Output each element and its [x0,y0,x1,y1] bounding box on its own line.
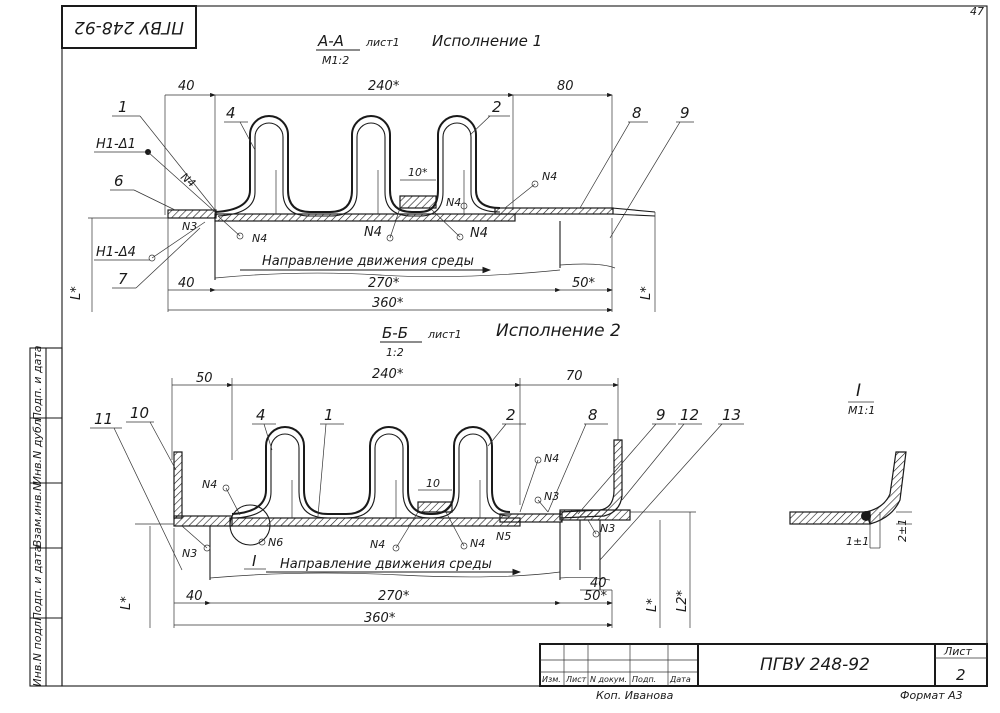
dim-b-50-top: 50 [196,371,213,386]
section-b-variant: Исполнение 2 [496,321,621,341]
weld-a-h1d1: Н1-Δ1 [96,137,136,152]
callout-b-11: 11 [94,410,113,428]
tb-head-doc: N докум. [590,675,627,684]
callout-b-8: 8 [588,406,598,424]
sidebar-label: Подп. и дата [31,345,44,420]
left-sidebar: Подп. и дата Инв.N дубл. Взам.инв.N Подп… [29,345,63,687]
title-block: Изм. Лист N докум. Подп. Дата ПГВУ 248-9… [539,643,988,702]
dim-b-50: 50* [584,589,608,604]
tb-head-sign: Подп. [632,675,656,684]
callout-b-12: 12 [680,406,699,424]
section-a-scale: М1:2 [322,54,349,67]
sidebar-label: Инв.N дубл. [31,416,44,485]
section-b-title: Б-Б [382,324,408,342]
tb-head-izm: Изм. [542,675,561,684]
tb-copied: Коп. Иванова [596,689,674,702]
callout-b-1: 1 [324,406,334,424]
dim-a-360: 360* [372,296,404,311]
dim-b-10: 10 [426,477,440,490]
detail-i-mark: I [252,552,257,570]
tb-format: Формат А3 [900,689,963,702]
tb-head-date: Дата [669,675,691,684]
weld-b-n3a: N3 [182,547,197,560]
weld-b-n4b: N4 [370,538,385,551]
weld-a-n4c: N4 [364,225,382,240]
weld-b-n3c: N3 [600,522,615,535]
weld-a-n4a: N4 [178,170,198,190]
callout-b-2: 2 [506,406,516,424]
weld-a-n4f: N4 [542,170,557,183]
section-b: Б-Б лист1 1:2 Исполнение 2 50 240* 70 [90,321,744,628]
section-a-sheet: лист1 [365,36,400,49]
dim-b-L2: L2* [675,589,690,612]
section-a: А-А лист1 М1:2 Исполнение 1 40 240* 80 1… [69,32,694,313]
weld-a-n4b: N4 [252,232,267,245]
callout-a-7: 7 [118,270,128,288]
callout-b-10: 10 [130,404,149,422]
sidebar-label: Инв.N подл. [31,617,44,686]
weld-b-n4c: N4 [470,537,485,550]
detail-i: I М1:1 1±1 2±1 [789,381,912,549]
stamp-code: ПГВУ 248-92 [74,17,184,37]
weld-b-n5: N5 [496,530,511,543]
weld-b-n6: N6 [268,536,283,549]
callout-a-6: 6 [114,172,124,190]
sidebar-label: Взам.инв.N [31,483,44,547]
callout-b-13: 13 [722,406,741,424]
sidebar-label: Подп. и дата [31,545,44,620]
section-b-scale: 1:2 [386,346,404,359]
dim-a-L-left: L* [69,286,84,300]
weld-a-h1d4: Н1-Δ4 [96,245,136,260]
page-corner-number: 47 [970,5,984,18]
section-b-flow: Направление движения среды [280,557,492,572]
dim-b-40-bot: 40 [186,589,203,604]
dim-a-40-bot: 40 [178,276,195,291]
callout-a-8: 8 [632,104,642,122]
callout-a-2: 2 [492,98,502,116]
tb-code: ПГВУ 248-92 [760,655,870,675]
detail-dim-1: 1±1 [846,535,869,548]
dim-a-50: 50* [572,276,596,291]
section-a-title: А-А [317,32,344,50]
tb-head-list: Лист [565,675,587,684]
detail-dim-2: 2±1 [896,519,909,542]
dim-b-L-right: L* [645,598,660,612]
section-a-variant: Исполнение 1 [432,32,542,50]
dim-b-40-r: 40 [590,576,607,591]
dim-b-360: 360* [364,611,396,626]
section-b-sheet: лист1 [427,328,462,341]
callout-b-9: 9 [656,406,666,424]
dim-a-80: 80 [557,79,574,94]
callout-b-4: 4 [256,406,266,424]
weld-a-n3: N3 [182,220,197,233]
callout-a-9: 9 [680,104,690,122]
dim-b-70: 70 [566,369,583,384]
dim-a-L-right: L* [639,286,654,300]
dim-b-L-left: L* [119,596,134,610]
dim-a-10: 10* [408,166,428,179]
outer-frame [61,5,988,687]
dim-a-40-top: 40 [178,79,195,94]
dim-a-270: 270* [368,276,400,291]
detail-scale: М1:1 [848,404,875,417]
weld-b-n4d: N4 [544,452,559,465]
dim-b-240: 240* [372,367,404,382]
tb-sheet-number: 2 [956,666,966,684]
weld-b-n4a: N4 [202,478,217,491]
detail-i-circle [229,504,271,546]
stamp-box: ПГВУ 248-92 [61,5,197,49]
section-a-flow: Направление движения среды [262,254,474,269]
detail-mark: I [856,381,861,401]
weld-a-n4d: N4 [470,226,488,241]
dim-b-270: 270* [378,589,410,604]
weld-b-n3b: N3 [544,490,559,503]
dim-a-240: 240* [368,79,400,94]
tb-sheet-label: Лист [943,645,972,658]
weld-a-n4e: N4 [446,196,461,209]
callout-a-4: 4 [226,104,236,122]
callout-a-1: 1 [118,98,128,116]
